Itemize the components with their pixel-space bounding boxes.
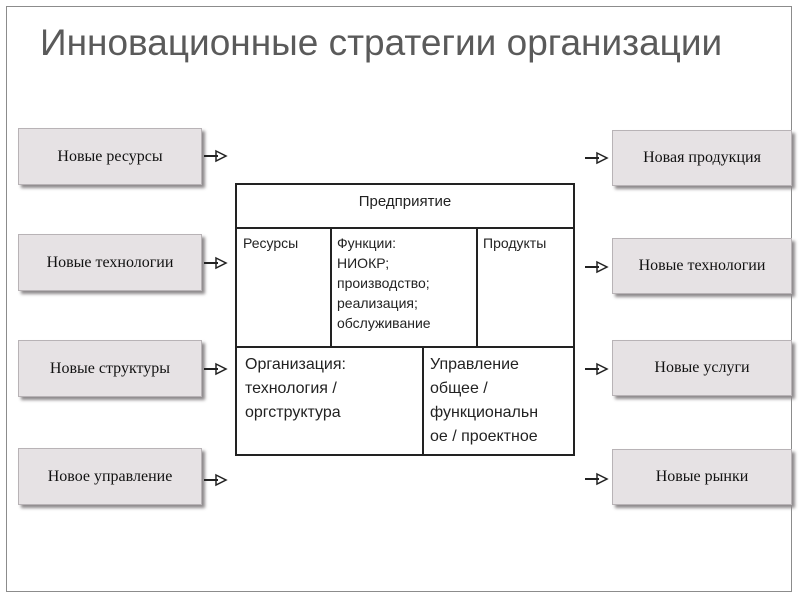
organization-cell: Организация: технология / оргструктура [245,353,415,425]
output-box-technologies: Новые технологии [612,238,792,294]
divider [422,346,424,454]
input-box-management: Новое управление [18,448,202,505]
enterprise-table: Предприятие Ресурсы Функции: НИОКР; прои… [235,183,575,456]
input-box-technologies: Новые технологии [18,234,202,291]
management-label: Управление [430,356,519,373]
input-box-structures: Новые структуры [18,340,202,397]
functions-cell: Функции: НИОКР; производство; реализация… [337,233,477,333]
arrow-icon [204,256,228,270]
arrow-icon [585,472,609,486]
organization-item: технология / [245,380,337,397]
management-item: ое / проектное [430,428,538,445]
arrow-icon [585,362,609,376]
products-cell: Продукты [483,235,547,251]
divider [237,346,573,348]
divider [237,227,573,229]
organization-label: Организация: [245,356,346,373]
function-item: реализация; [337,295,418,311]
management-item: функциональн [430,404,539,421]
slide-frame [6,6,792,592]
arrow-icon [204,149,228,163]
output-box-services: Новые услуги [612,340,792,396]
divider [476,227,478,346]
functions-label: Функции: [337,235,397,251]
function-item: производство; [337,275,430,291]
management-item: общее / [430,380,488,397]
output-box-products: Новая продукция [612,130,792,186]
arrow-icon [204,473,228,487]
enterprise-title: Предприятие [358,193,452,210]
page-title: Инновационные стратегии организации [40,22,723,63]
management-cell: Управление общее / функциональн ое / про… [430,353,575,449]
resources-cell: Ресурсы [243,235,299,251]
organization-item: оргструктура [245,404,341,421]
function-item: обслуживание [337,315,431,331]
arrow-icon [204,362,228,376]
divider [330,227,332,346]
input-box-resources: Новые ресурсы [18,128,202,185]
function-item: НИОКР; [337,255,390,271]
output-box-markets: Новые рынки [612,449,792,505]
arrow-icon [585,260,609,274]
arrow-icon [585,151,609,165]
